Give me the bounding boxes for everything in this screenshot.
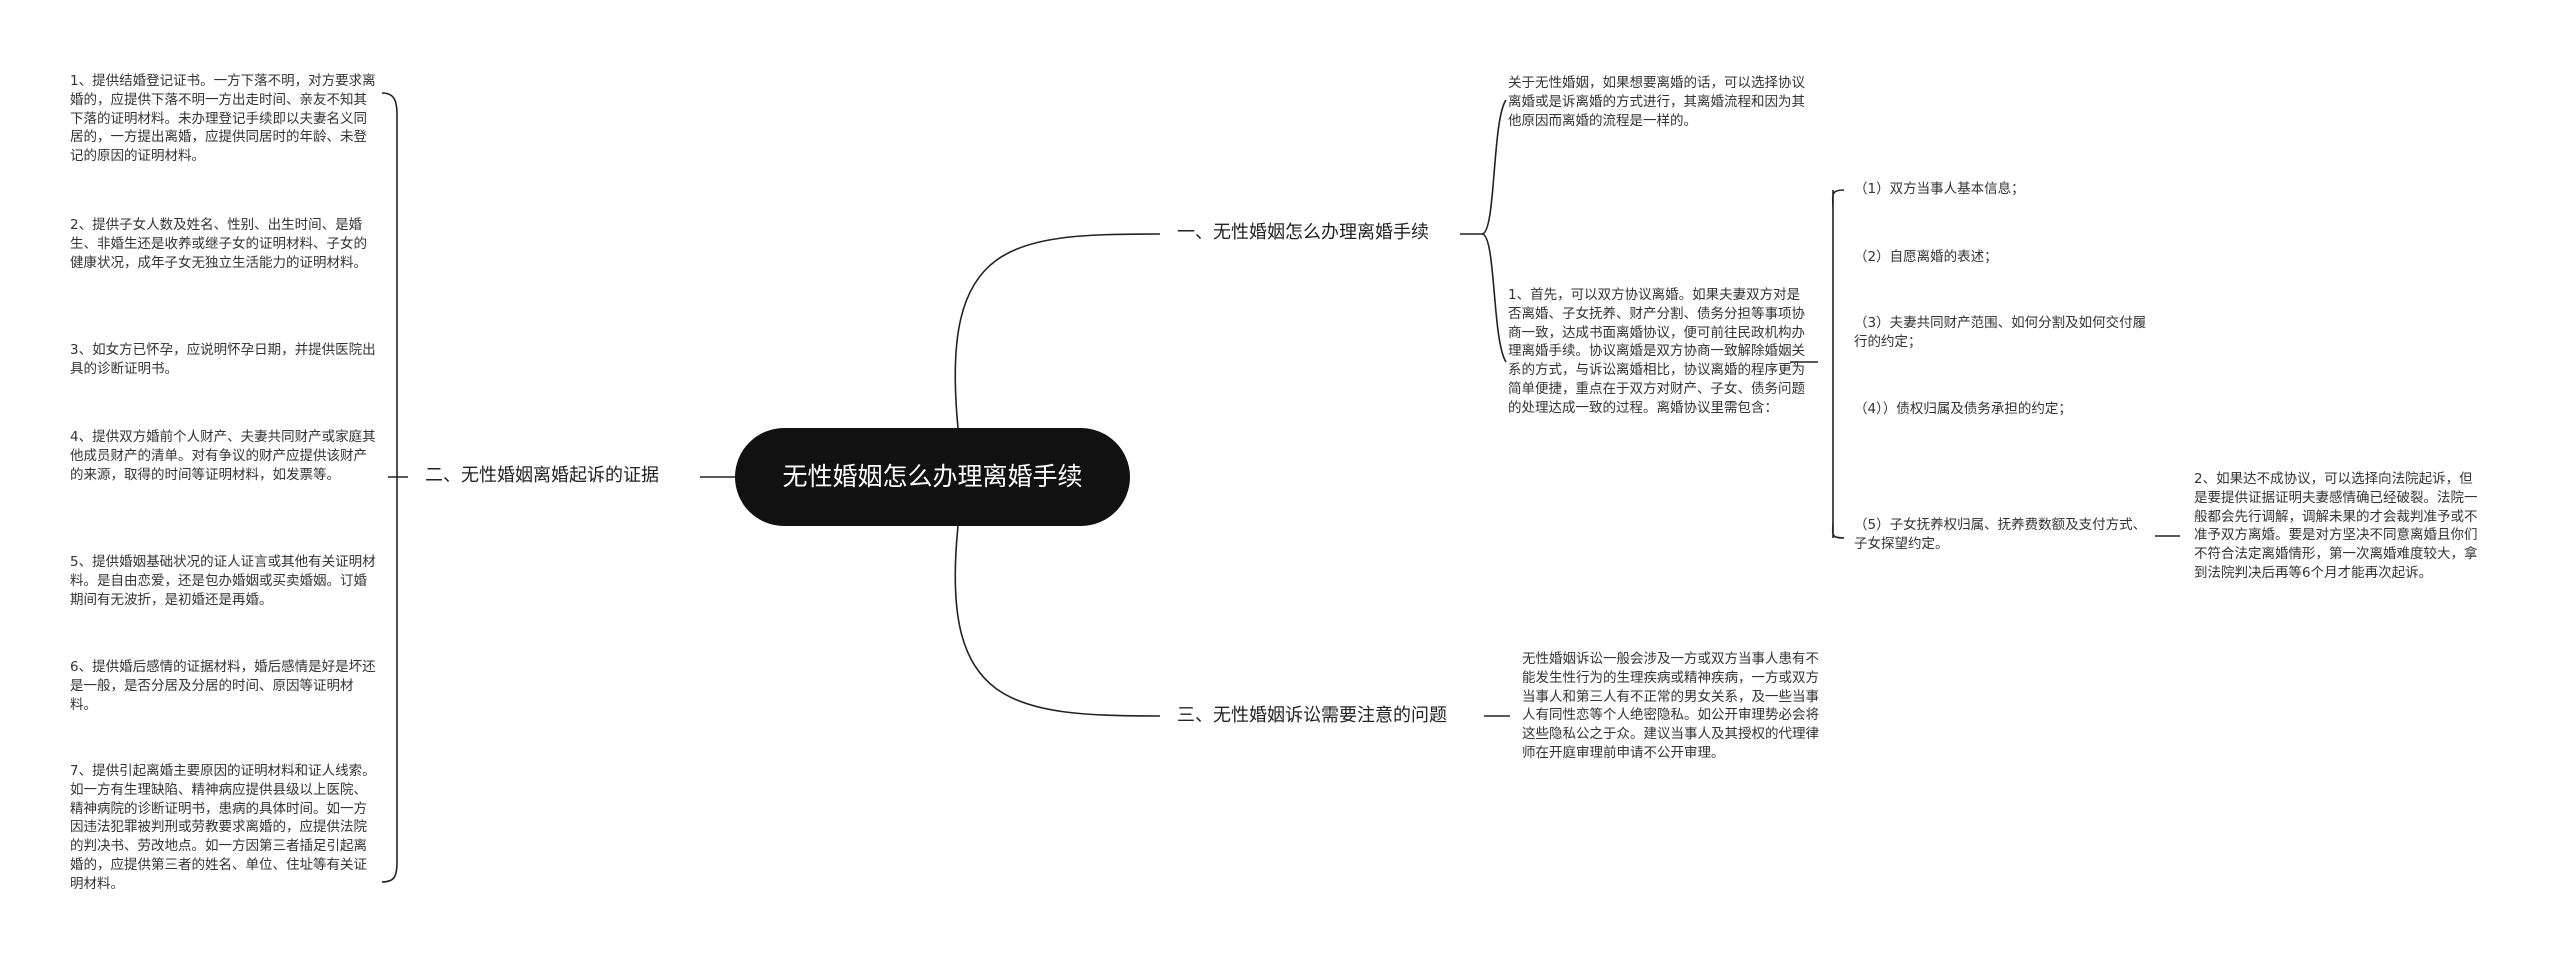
lawsuit-text: 2、如果达不成协议，可以选择向法院起诉，但是要提供证据证明夫妻感情确已经破裂。法… — [2194, 471, 2478, 581]
item-children: （5）子女抚养权归属、抚养费数额及支付方式、子女探望约定。 — [1854, 517, 2147, 552]
link-b1-agreement — [1481, 233, 1507, 363]
item-property: （3）夫妻共同财产范围、如何分割及如何交付履行的约定； — [1854, 315, 2147, 350]
intro-text: 关于无性婚姻，如果想要离婚的话，可以选择协议离婚或是诉离婚的方式进行，其离婚流程… — [1508, 75, 1805, 129]
evidence-3: 3、如女方已怀孕，应说明怀孕日期，并提供医院出具的诊断证明书。 — [70, 342, 376, 377]
evidence-4: 4、提供双方婚前个人财产、夫妻共同财产或家庭其他成员财产的清单。对有争议的财产应… — [70, 429, 376, 483]
root-title: 无性婚姻怎么办理离婚手续 — [782, 462, 1083, 491]
link-root-b3 — [954, 525, 1161, 717]
bracket-evidence — [381, 92, 408, 883]
branch-lawsuit-evidence[interactable]: 二、无性婚姻离婚起诉的证据 — [425, 465, 659, 486]
branch-lawsuit-notes[interactable]: 三、无性婚姻诉讼需要注意的问题 — [1177, 705, 1447, 726]
privacy-text: 无性婚姻诉讼一般会涉及一方或双方当事人患有不能发生性行为的生理疾病或精神疾病，一… — [1522, 651, 1819, 761]
root-node[interactable]: 无性婚姻怎么办理离婚手续 — [735, 428, 1130, 526]
link-b1-intro — [1460, 99, 1507, 235]
evidence-2: 2、提供子女人数及姓名、性别、出生时间、是婚生、非婚生还是收养或继子女的证明材料… — [70, 217, 367, 271]
evidence-1: 1、提供结婚登记证书。一方下落不明，对方要求离婚的，应提供下落不明一方出走时间、… — [70, 73, 376, 165]
item-debts: （4））债权归属及债务承担的约定； — [1854, 401, 2072, 417]
evidence-6: 6、提供婚后感情的证据材料，婚后感情是好是坏还是一般，是否分居及分居的时间、原因… — [70, 659, 376, 713]
link-root-b1 — [954, 233, 1161, 429]
evidence-5: 5、提供婚姻基础状况的证人证言或其他有关证明材料。是自由恋爱，还是包办婚姻或买卖… — [70, 554, 376, 608]
evidence-7: 7、提供引起离婚主要原因的证明材料和证人线索。如一方有生理缺陷、精神病应提供县级… — [70, 763, 376, 892]
bracket-items — [1831, 189, 1845, 539]
item-voluntary: （2）自愿离婚的表述； — [1854, 249, 1998, 265]
item-basic-info: （1）双方当事人基本信息； — [1854, 181, 2025, 197]
agreement-text: 1、首先，可以双方协议离婚。如果夫妻双方对是否离婚、子女抚养、财产分割、债务分担… — [1508, 287, 1805, 416]
branch-how-to-divorce[interactable]: 一、无性婚姻怎么办理离婚手续 — [1177, 222, 1429, 243]
